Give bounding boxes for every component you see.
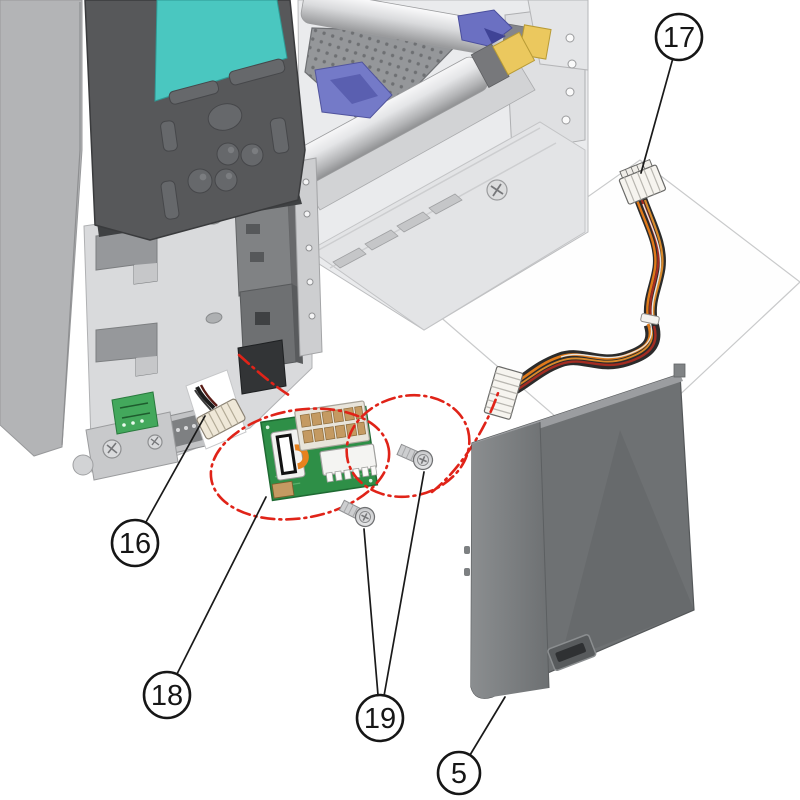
cover-curved-band [471, 422, 549, 699]
interface-pcb [259, 400, 379, 502]
pcb-port [270, 428, 309, 481]
callout-19: 19 [355, 693, 405, 743]
status-pcb [111, 391, 159, 435]
side-cover [464, 363, 695, 699]
cable-tie [640, 313, 660, 325]
callouts: 17 16 18 19 5 [110, 12, 704, 796]
cover-slot [547, 634, 597, 672]
left-side-panel [0, 0, 83, 457]
printer-lower-front [72, 157, 323, 481]
chassis-floor [309, 121, 586, 331]
lever-blue-large [314, 61, 393, 119]
callout-5-label: 5 [451, 758, 467, 790]
cable-16-connector [196, 398, 246, 440]
nav-button[interactable] [216, 142, 240, 166]
callout-5: 5 [436, 750, 482, 796]
pcb-component [271, 480, 295, 499]
metal-strip [293, 157, 323, 357]
orange-mark [294, 444, 309, 470]
nav-button[interactable] [240, 143, 264, 167]
screw-upper [396, 443, 434, 471]
menu-button[interactable] [168, 80, 220, 105]
callout-16: 16 [110, 518, 160, 568]
callout-18: 18 [142, 670, 192, 720]
cover-nub [464, 568, 470, 576]
lcd-screen [154, 0, 288, 102]
cable-16 [185, 369, 247, 450]
frame-hole [205, 312, 223, 324]
frame-slot-lower [95, 322, 158, 377]
side-button[interactable] [269, 117, 290, 154]
printer-mechanism [289, 0, 589, 331]
chassis-screw [486, 179, 508, 201]
callout-18-label: 18 [151, 680, 183, 712]
ok-button[interactable] [205, 100, 245, 134]
leader-5 [469, 696, 506, 756]
side-button[interactable] [160, 120, 178, 152]
lever-blue-small [457, 9, 513, 47]
frame-slot-upper [95, 228, 158, 285]
screw-lower [338, 499, 376, 528]
nav-button[interactable] [214, 168, 238, 192]
leader-lines [145, 57, 674, 756]
menu-button[interactable] [228, 58, 286, 86]
callout-19-label: 19 [364, 703, 396, 735]
panel-connector-block [237, 339, 287, 395]
leader-18 [176, 496, 267, 675]
callout-17: 17 [654, 12, 704, 62]
leader-19b [383, 471, 425, 697]
nav-button[interactable] [187, 168, 213, 194]
platen-roller [289, 31, 536, 185]
platen-bearing-yellow [492, 31, 536, 76]
leader-19a [363, 528, 379, 696]
cover-tab [673, 363, 686, 378]
side-button[interactable] [160, 180, 180, 220]
control-panel [84, 0, 306, 241]
cover-nub [464, 546, 470, 554]
harness-connector-top [618, 158, 667, 205]
leader-17 [640, 57, 674, 174]
callout-16-label: 16 [119, 528, 151, 560]
right-bracket-plate [504, 0, 589, 153]
callout-17-label: 17 [663, 22, 695, 54]
bottom-bracket [72, 411, 179, 481]
leader-16 [145, 415, 206, 523]
